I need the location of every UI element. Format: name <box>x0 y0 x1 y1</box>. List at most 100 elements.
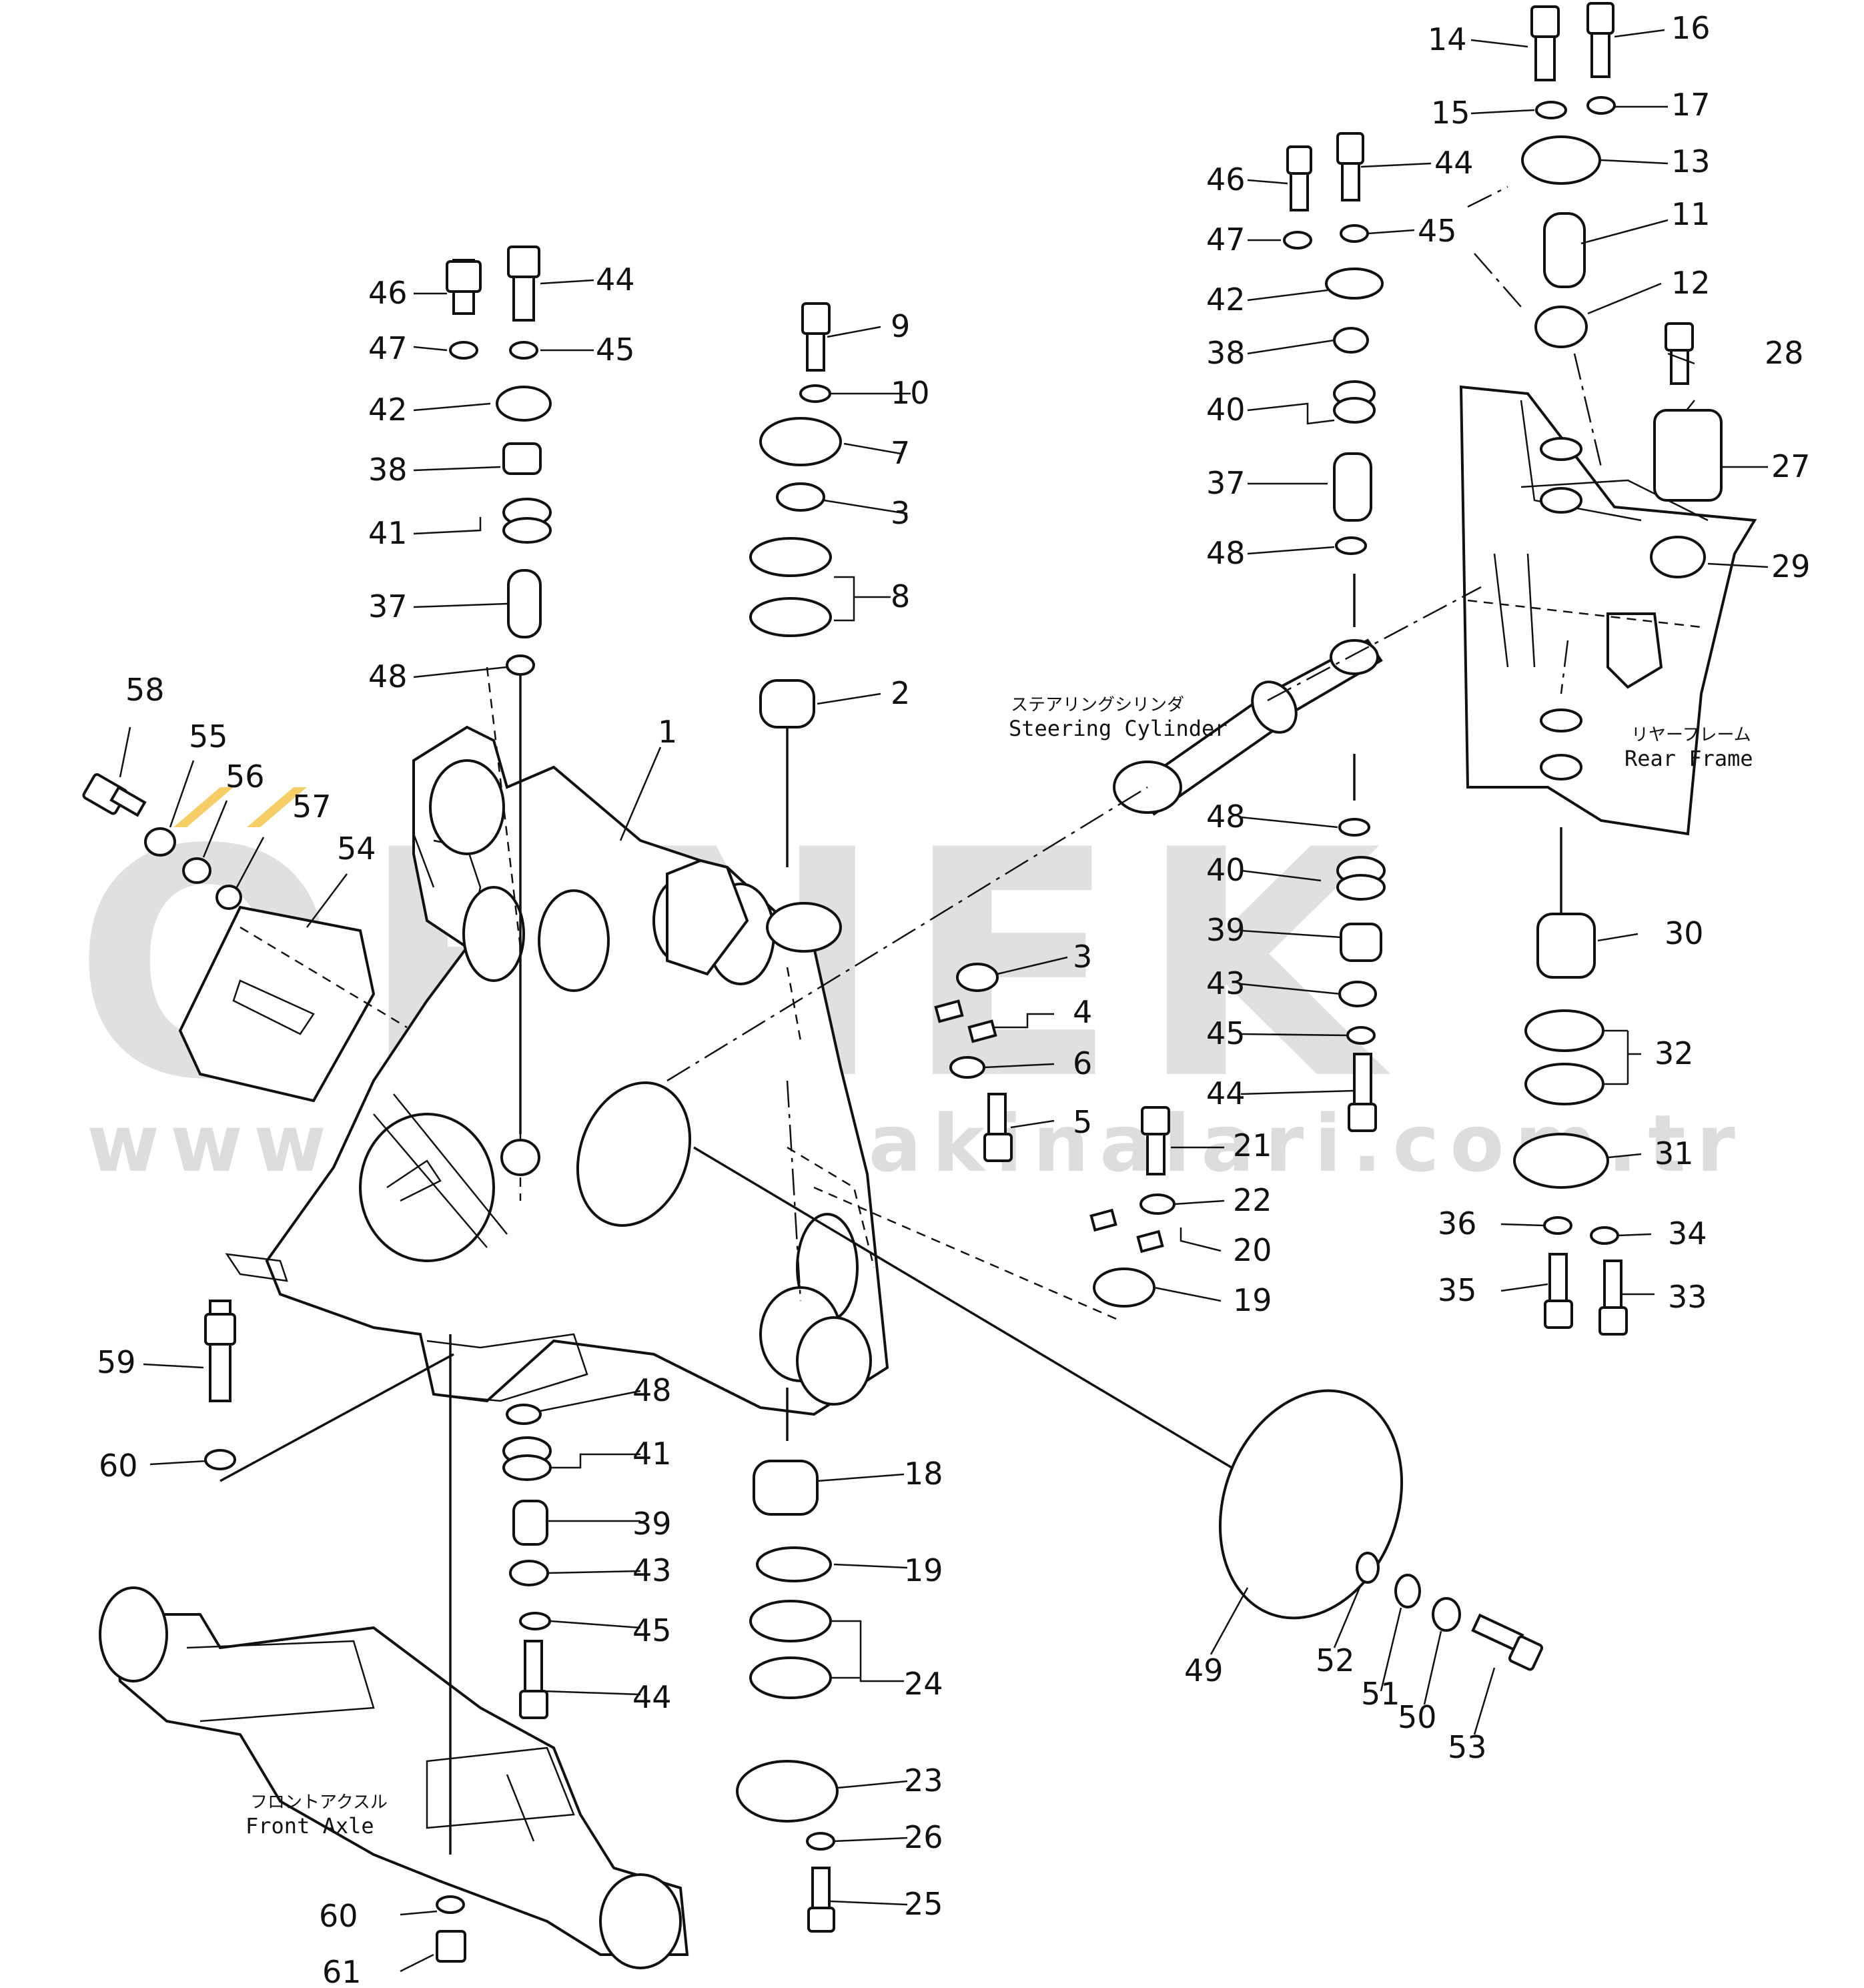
callout-47-right: 47 <box>1206 221 1246 258</box>
callout-22: 22 <box>1233 1182 1272 1218</box>
callout-19-right: 19 <box>1233 1282 1272 1318</box>
callout-61: 61 <box>322 1954 362 1988</box>
callout-38-right: 38 <box>1206 335 1246 371</box>
callout-46-right: 46 <box>1206 161 1246 197</box>
callout-56: 56 <box>225 759 265 795</box>
callout-20: 20 <box>1233 1232 1272 1268</box>
callout-26: 26 <box>904 1819 943 1855</box>
steering-cylinder <box>666 586 1482 1082</box>
callout-44-left: 44 <box>596 262 635 298</box>
callout-3-top: 3 <box>891 495 910 531</box>
callout-3-mid: 3 <box>1073 939 1092 975</box>
callout-30: 30 <box>1665 915 1704 951</box>
callout-45-right: 45 <box>1418 213 1457 249</box>
callout-29: 29 <box>1771 548 1811 584</box>
callout-45-left: 45 <box>596 332 635 368</box>
callout-45-mid: 45 <box>1206 1015 1246 1051</box>
callout-41-bottom: 41 <box>632 1436 672 1472</box>
callout-7: 7 <box>891 435 910 471</box>
rear-frame-label-jp: リヤーフレーム <box>1631 725 1751 745</box>
front-axle-label: Front Axle <box>246 1813 374 1839</box>
callout-19-bottom: 19 <box>904 1552 943 1588</box>
front-axle-label-jp: フロントアクスル <box>250 1793 388 1813</box>
callout-12: 12 <box>1671 265 1711 301</box>
callout-43-mid: 43 <box>1206 965 1246 1001</box>
callout-14: 14 <box>1428 21 1467 57</box>
callout-41-left: 41 <box>368 515 408 551</box>
callout-42-left: 42 <box>368 392 408 428</box>
callout-44-mid: 44 <box>1206 1075 1246 1111</box>
callout-17: 17 <box>1671 87 1711 123</box>
callout-40-mid: 40 <box>1206 852 1246 888</box>
rear-frame <box>1459 385 1757 836</box>
callout-10: 10 <box>891 375 930 411</box>
callout-49: 49 <box>1184 1652 1224 1688</box>
callout-8: 8 <box>891 578 910 614</box>
callout-34: 34 <box>1668 1215 1707 1252</box>
callout-31: 31 <box>1655 1135 1694 1171</box>
callout-33: 33 <box>1668 1279 1707 1315</box>
callout-58: 58 <box>125 672 165 708</box>
callout-53: 53 <box>1448 1729 1487 1765</box>
callout-59: 59 <box>97 1344 136 1380</box>
front-axle <box>99 1586 689 1969</box>
callout-21: 21 <box>1233 1127 1272 1163</box>
callout-9: 9 <box>891 308 910 344</box>
callout-42-right: 42 <box>1206 282 1246 318</box>
callout-46-left: 46 <box>368 275 408 311</box>
callout-5: 5 <box>1073 1104 1092 1140</box>
callout-60-upper: 60 <box>99 1448 138 1484</box>
callout-15: 15 <box>1431 95 1470 131</box>
callout-48-right: 48 <box>1206 535 1246 571</box>
callout-39-bottom: 39 <box>632 1506 672 1542</box>
callout-6: 6 <box>1073 1045 1092 1081</box>
callout-44-bottom: 44 <box>632 1679 672 1715</box>
parts <box>82 2 1723 1963</box>
callout-48-left: 48 <box>368 658 408 694</box>
callout-27: 27 <box>1771 448 1811 484</box>
callout-55: 55 <box>189 718 228 755</box>
callout-23: 23 <box>904 1763 943 1799</box>
callout-57: 57 <box>292 789 332 825</box>
callout-60-lower: 60 <box>319 1898 358 1934</box>
callout-25: 25 <box>904 1886 943 1922</box>
callout-11: 11 <box>1671 196 1711 232</box>
callout-numbers: 14 16 15 17 13 46 44 11 47 45 42 12 38 2… <box>97 10 1811 1988</box>
callout-48-mid: 48 <box>1206 799 1246 835</box>
callout-4: 4 <box>1073 994 1092 1030</box>
callout-47-left: 47 <box>368 330 408 366</box>
callout-51: 51 <box>1361 1676 1400 1712</box>
steering-cylinder-label-jp: ステアリングシリンダ <box>1011 695 1184 715</box>
callout-18: 18 <box>904 1456 943 1492</box>
watermark-accent <box>173 787 234 827</box>
rear-frame-label: Rear Frame <box>1624 746 1753 771</box>
callout-54: 54 <box>337 831 376 867</box>
callout-44-right: 44 <box>1434 145 1474 181</box>
callout-38-left: 38 <box>368 452 408 488</box>
watermark-accent-2 <box>247 787 307 827</box>
callout-16: 16 <box>1671 10 1711 46</box>
callout-37-right: 37 <box>1206 465 1246 501</box>
callout-32: 32 <box>1655 1035 1694 1071</box>
callout-50: 50 <box>1398 1699 1437 1735</box>
callout-43-bottom: 43 <box>632 1552 672 1588</box>
bolt-58 <box>82 773 147 817</box>
callout-1: 1 <box>658 714 677 750</box>
center-lines <box>219 185 1695 1855</box>
callout-45-bottom: 45 <box>632 1612 672 1648</box>
callout-36: 36 <box>1438 1205 1477 1241</box>
front-frame <box>225 666 889 1416</box>
component-labels: ステアリングシリンダ Steering Cylinder リヤーフレーム Rea… <box>246 695 1753 1839</box>
leader-lines <box>119 29 1769 1973</box>
callout-24: 24 <box>904 1666 943 1702</box>
callout-39-mid: 39 <box>1206 912 1246 948</box>
callout-37-left: 37 <box>368 588 408 624</box>
callout-2: 2 <box>891 675 910 711</box>
callout-13: 13 <box>1671 143 1711 179</box>
callout-52: 52 <box>1316 1642 1355 1678</box>
callout-40-right: 40 <box>1206 392 1246 428</box>
steering-cylinder-label: Steering Cylinder <box>1009 716 1228 741</box>
callout-28: 28 <box>1765 335 1804 371</box>
callout-35: 35 <box>1438 1272 1477 1308</box>
